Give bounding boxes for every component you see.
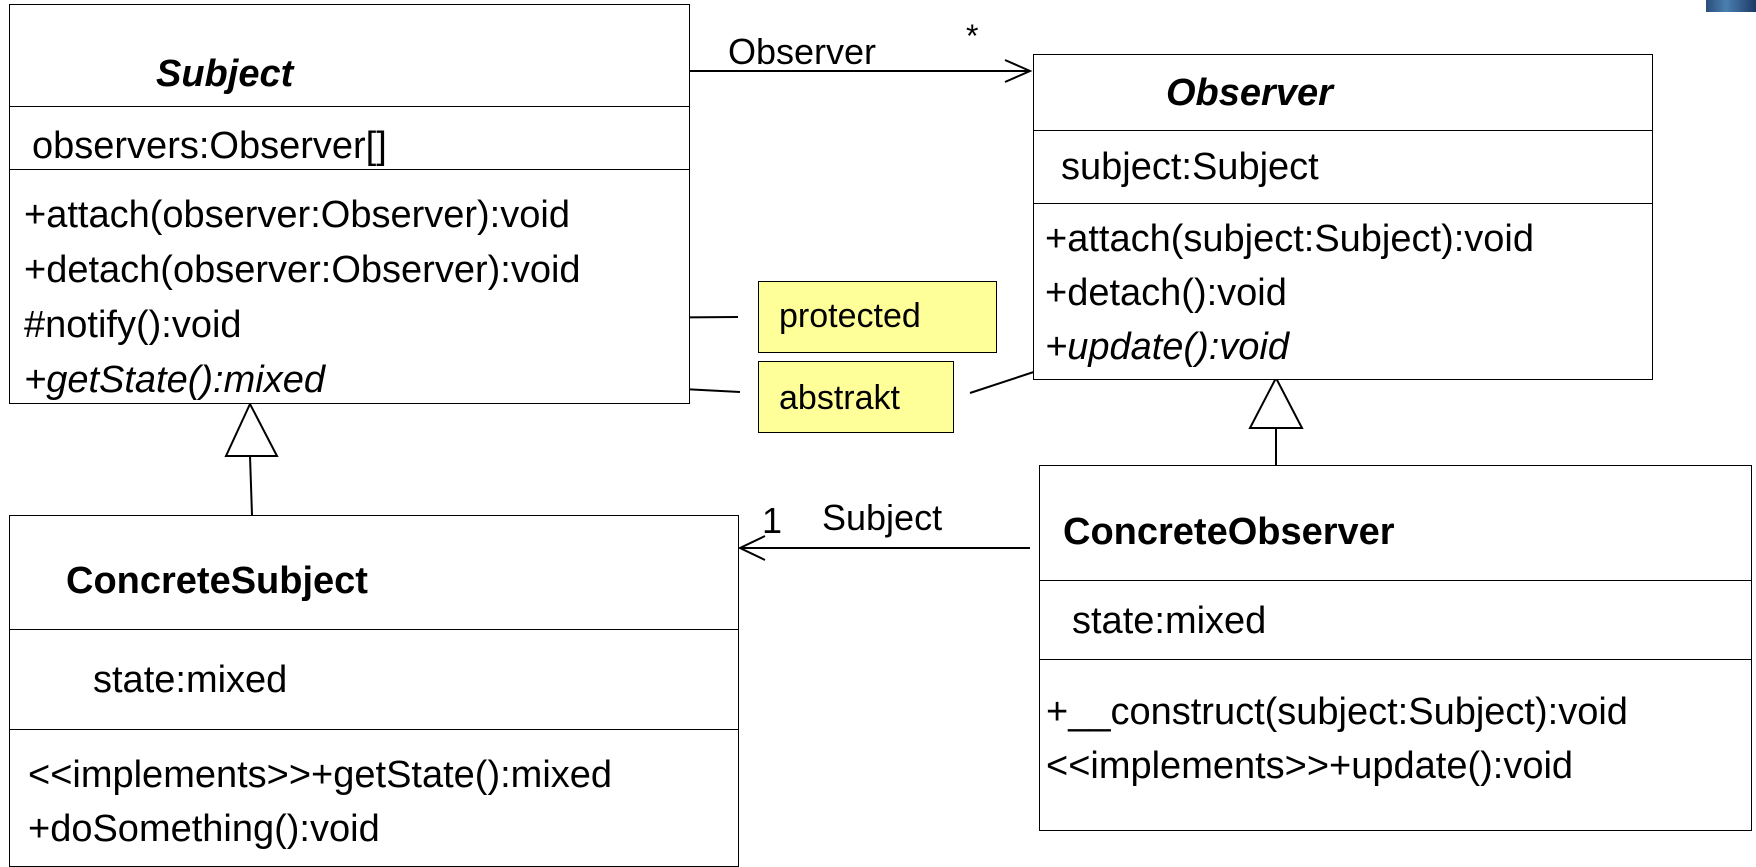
class-subject: Subject observers:Observer[] +attach(obs… xyxy=(9,4,690,404)
class-observer-name: Observer xyxy=(1166,72,1333,114)
class-subject-method: +attach(observer:Observer):void xyxy=(24,194,570,236)
class-subject-method: +getState():mixed xyxy=(24,359,325,401)
class-concrete-observer-method: +__construct(subject:Subject):void xyxy=(1046,691,1628,733)
multiplicity-observer: * xyxy=(966,18,979,54)
class-concrete-subject-name: ConcreteSubject xyxy=(66,560,368,602)
corner-decoration xyxy=(1706,0,1756,12)
note-protected: protected xyxy=(758,281,997,353)
association-arrowhead-observer xyxy=(1004,59,1033,83)
class-subject-method: #notify():void xyxy=(24,304,242,346)
association-label-observer: Observer xyxy=(728,31,877,72)
class-concrete-subject-method: +doSomething():void xyxy=(28,808,380,850)
multiplicity-subject: 1 xyxy=(762,500,783,541)
class-concrete-observer-name: ConcreteObserver xyxy=(1063,511,1395,553)
note-protected-text: protected xyxy=(779,297,921,335)
class-subject-attribute: observers:Observer[] xyxy=(32,125,387,167)
class-concrete-observer-attribute: state:mixed xyxy=(1072,600,1267,642)
association-label-subject: Subject xyxy=(822,497,943,538)
inheritance-triangle-subject xyxy=(224,401,279,457)
class-concrete-subject: ConcreteSubject state:mixed <<implements… xyxy=(9,515,739,867)
class-subject-method: +detach(observer:Observer):void xyxy=(24,249,581,291)
association-arrowhead-subject xyxy=(737,535,766,561)
class-observer-method: +update():void xyxy=(1045,326,1289,368)
class-concrete-observer-method: <<implements>>+update():void xyxy=(1046,745,1574,787)
class-concrete-observer: ConcreteObserver state:mixed +__construc… xyxy=(1039,465,1752,831)
class-subject-name: Subject xyxy=(156,53,294,95)
class-concrete-subject-method: <<implements>>+getState():mixed xyxy=(28,754,613,796)
inheritance-line-subject xyxy=(249,455,253,516)
note-abstract-text: abstrakt xyxy=(779,379,900,417)
class-observer: Observer subject:Subject +attach(subject… xyxy=(1033,54,1653,380)
class-observer-method: +detach():void xyxy=(1045,272,1287,314)
inheritance-triangle-observer xyxy=(1248,375,1304,429)
note-abstract: abstrakt xyxy=(758,361,954,433)
class-observer-attribute: subject:Subject xyxy=(1061,146,1319,188)
class-concrete-subject-attribute: state:mixed xyxy=(93,659,288,701)
class-observer-method: +attach(subject:Subject):void xyxy=(1045,218,1534,260)
